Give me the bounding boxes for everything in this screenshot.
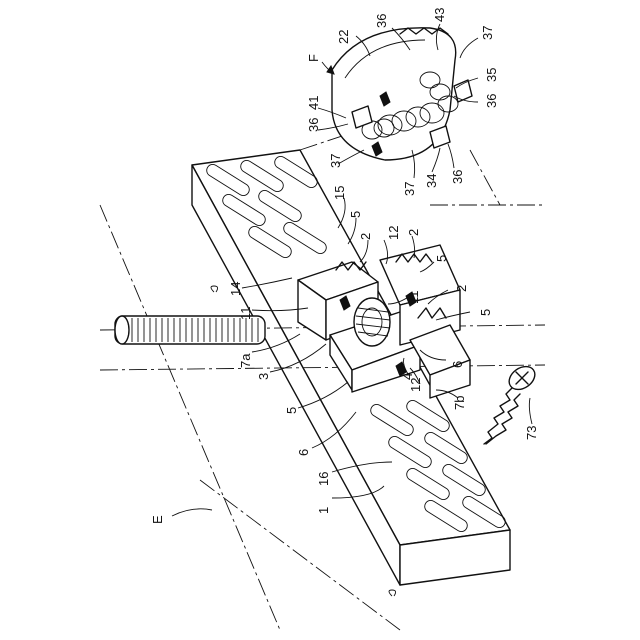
label-6-b: 6 xyxy=(296,449,311,456)
label-F: F xyxy=(306,54,321,62)
label-12-b: 12 xyxy=(408,378,423,392)
label-11-b: 11 xyxy=(406,291,421,305)
label-37-c: 37 xyxy=(402,182,417,196)
exploded-part-F xyxy=(332,28,472,160)
label-1: 1 xyxy=(316,507,331,514)
label-41: 41 xyxy=(306,96,321,110)
label-2-b: 2 xyxy=(406,229,421,236)
label-7a: 7a xyxy=(238,353,253,368)
label-37-b: 37 xyxy=(328,154,343,168)
label-14: 14 xyxy=(228,282,243,296)
label-12-a: 12 xyxy=(386,226,401,240)
label-36-a: 36 xyxy=(374,14,389,28)
label-3: 3 xyxy=(256,373,271,380)
arrow-F xyxy=(322,62,334,74)
label-2-a: 2 xyxy=(358,233,373,240)
label-37-a: 37 xyxy=(480,26,495,40)
label-5-d: 5 xyxy=(284,407,299,414)
label-22: 22 xyxy=(336,30,351,44)
label-11-a: 11 xyxy=(238,307,253,321)
label-5-c: 5 xyxy=(478,309,493,316)
label-35: 35 xyxy=(484,68,499,82)
label-15: 15 xyxy=(332,186,347,200)
label-7b: 7b xyxy=(452,396,467,410)
label-43: 43 xyxy=(432,8,447,22)
label-34: 34 xyxy=(424,174,439,188)
label-36-b: 36 xyxy=(484,94,499,108)
leader-loop-bottom xyxy=(389,590,396,596)
label-6-a: 6 xyxy=(450,361,465,368)
label-73: 73 xyxy=(524,426,539,440)
label-5-a: 5 xyxy=(348,211,363,218)
label-36-d: 36 xyxy=(450,170,465,184)
label-2-c: 2 xyxy=(454,285,469,292)
label-16: 16 xyxy=(316,472,331,486)
label-36-c: 36 xyxy=(306,118,321,132)
label-5-b: 5 xyxy=(434,255,449,262)
label-E: E xyxy=(150,515,165,524)
leader-loop-top xyxy=(211,286,218,292)
